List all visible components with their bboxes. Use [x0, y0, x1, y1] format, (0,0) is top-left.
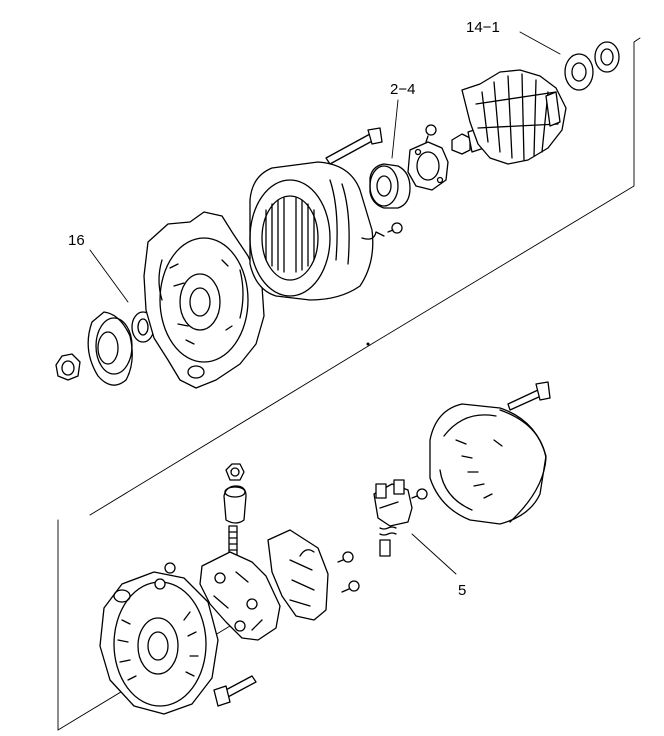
retainer-screw — [425, 124, 437, 143]
rear-housing — [99, 571, 219, 715]
front-housing — [143, 211, 265, 389]
rear-bearing — [369, 163, 411, 209]
rotor — [451, 69, 567, 165]
stator-screw — [387, 222, 403, 234]
pulley — [87, 311, 133, 386]
separator-dot — [366, 342, 370, 346]
callout-front-housing: 16 — [68, 232, 85, 249]
callout-rotor: 14−1 — [466, 19, 500, 36]
leader-rotor — [519, 31, 561, 55]
through-bolt — [325, 127, 383, 165]
rectifier-screw — [341, 580, 360, 593]
brush — [379, 539, 391, 557]
rear-cover — [429, 403, 547, 525]
leader-rear-bearing — [391, 99, 399, 159]
leader-front-housing — [89, 249, 129, 303]
leader-brush-holder — [411, 533, 457, 575]
terminal-insulator — [223, 485, 247, 524]
rotor-bearing — [564, 53, 594, 91]
terminal-nut — [225, 463, 245, 481]
bearing-retainer-plate — [407, 141, 449, 191]
rear-cover-bolt — [507, 381, 551, 411]
pulley-nut — [55, 353, 81, 381]
regulator-screw — [337, 551, 354, 563]
brush-holder-screw — [411, 488, 428, 500]
callout-rear-bearing: 2−4 — [390, 81, 415, 98]
ic-regulator — [267, 529, 329, 621]
upper-section-frame — [89, 37, 641, 516]
rectifier — [199, 551, 281, 641]
rear-housing-bolt — [213, 675, 257, 707]
stator — [249, 161, 385, 301]
brush-holder — [373, 479, 413, 527]
callout-brush-holder: 5 — [458, 582, 466, 599]
rotor-bearing-cover — [594, 41, 620, 73]
brush-spring — [379, 526, 397, 536]
housing-screw — [154, 562, 176, 590]
